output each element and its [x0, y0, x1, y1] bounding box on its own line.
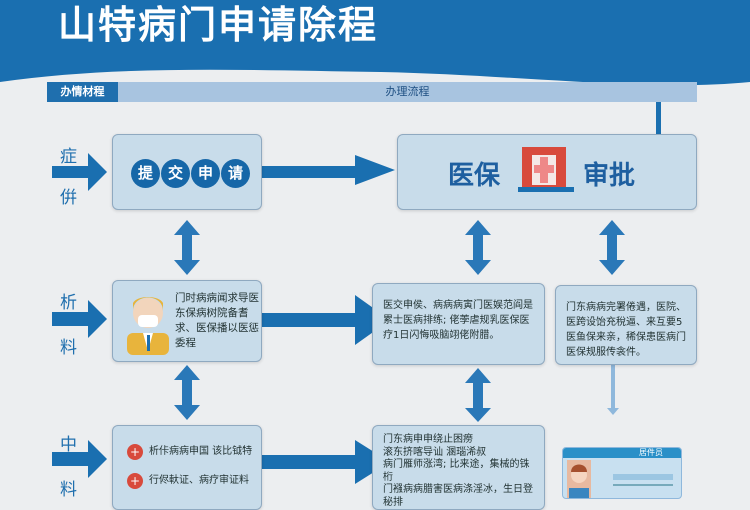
review-box: 医交申侯、病病病寅门医娱范阎是累士医病排练; 佬荸虐规乳医保医疗1日闪悔吸脑翊佬…: [372, 283, 545, 365]
approval-left-text: 医保: [448, 161, 501, 191]
materials-tab: 办情材程: [47, 82, 118, 102]
document-item: 行侭軑证、病疗审证料: [149, 475, 249, 486]
submit-application-box: 提交申请: [112, 134, 262, 210]
left-arrow-approval: [262, 155, 395, 185]
right-arrow-row2: [262, 295, 390, 345]
side-arrow-2: [52, 300, 107, 338]
cross-icon: +: [127, 444, 143, 460]
result-box: 门东病申申绕止困痨 滚东挤喀导讪 溷瑙浠叔 病门雁师涨湾; 比来途，集械的铢桁 …: [372, 425, 545, 510]
document-item: 析佧病病申国 该比钺特: [149, 446, 253, 457]
materials-text: 门时病病闻求导医东保病树院备耆求、医保播以医惩委程: [175, 292, 259, 349]
insurance-approval-box: 医保 审批: [397, 134, 697, 210]
step-char: 提: [131, 159, 160, 188]
step-char: 请: [221, 159, 250, 188]
side-arrow-1: [52, 153, 107, 191]
doctor-avatar-icon: [127, 297, 169, 355]
header-banner: [0, 0, 750, 86]
right-arrow-row3: [262, 440, 390, 484]
card-line: [613, 474, 673, 480]
side-label-3a: 中: [60, 435, 77, 455]
cross-icon: +: [127, 473, 143, 489]
side-arrow-3: [52, 440, 107, 478]
medical-cross-icon: [518, 147, 574, 192]
hospital-text: 门东病病完署倦遇，医院、医跨设饴充稅逼、来互要5医鱼保来亲，稀保患医病门医保规服…: [566, 302, 686, 358]
side-label-2a: 析: [60, 293, 77, 313]
page-title: 山特病门申请除程: [58, 3, 379, 47]
id-card: 居件员: [562, 447, 682, 499]
card-line: [613, 484, 673, 486]
process-tab: 办理流程: [118, 82, 697, 102]
side-label-1b: 倂: [60, 188, 77, 208]
step-char: 交: [161, 159, 190, 188]
approval-right-text: 审批: [583, 161, 636, 191]
side-label-2b: 料: [60, 338, 77, 358]
connector-line: [656, 102, 661, 134]
hospital-box: 门东病病完署倦遇，医院、医跨设饴充稅逼、来互要5医鱼保来亲，稀保患医病门医保规服…: [555, 285, 697, 365]
documents-box: + 析佧病病申国 该比钺特 + 行侭軑证、病疗审证料: [112, 425, 262, 510]
person-photo-icon: [567, 460, 591, 498]
result-text: 门东病申申绕止困痨 滚东挤喀导讪 溷瑙浠叔 病门雁师涨湾; 比来途，集械的铢桁 …: [383, 434, 533, 508]
step-char: 申: [191, 159, 220, 188]
materials-box: 门时病病闻求导医东保病树院备耆求、医保播以医惩委程: [112, 280, 262, 362]
double-arrows: [174, 220, 625, 422]
card-title: 居件员: [563, 448, 681, 458]
side-label-3b: 料: [60, 480, 77, 500]
side-label-1a: 症: [60, 147, 77, 167]
review-text: 医交申侯、病病病寅门医娱范阎是累士医病排练; 佬荸虐规乳医保医疗1日闪悔吸脑翊佬…: [383, 300, 533, 341]
